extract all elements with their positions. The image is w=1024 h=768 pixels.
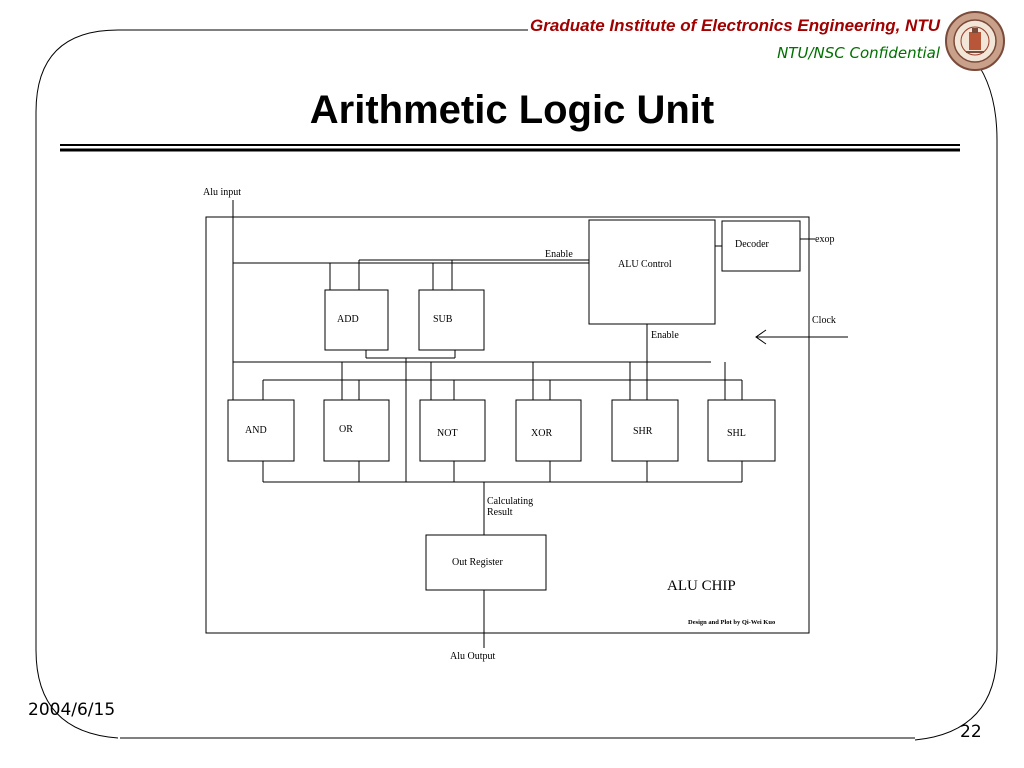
out-register-label: Out Register: [452, 557, 503, 568]
alu-chip-label: ALU CHIP: [667, 578, 736, 594]
alu-control-box: [588, 219, 716, 325]
alu-chip-boundary: [205, 216, 810, 634]
xor-box: [515, 399, 582, 462]
result-label: Result: [487, 507, 513, 518]
or-label: OR: [339, 424, 353, 435]
enable-top-label: Enable: [545, 249, 573, 260]
clock-label: Clock: [812, 315, 836, 326]
shr-label: SHR: [633, 426, 653, 437]
slide-title: Arithmetic Logic Unit: [309, 88, 715, 132]
ntu-seal-logo: [945, 11, 1005, 71]
credit-label: Design and Plot by Qi-Wei Kuo: [688, 619, 775, 626]
and-box: [227, 399, 295, 462]
xor-label: XOR: [531, 428, 552, 439]
confidential-label: NTU/NSC Confidential: [777, 44, 940, 62]
calculating-label: Calculating: [487, 496, 533, 507]
institute-header: Graduate Institute of Electronics Engine…: [530, 16, 940, 35]
shr-box: [611, 399, 679, 462]
out-register-box: [425, 534, 547, 591]
and-label: AND: [245, 425, 267, 436]
sub-label: SUB: [433, 314, 453, 325]
alu-output-label: Alu Output: [450, 651, 496, 662]
or-box: [323, 399, 390, 462]
not-box: [419, 399, 486, 462]
decoder-label: Decoder: [735, 239, 770, 250]
page-number: 22: [960, 722, 982, 742]
shl-label: SHL: [727, 428, 746, 439]
alu-control-label: ALU Control: [618, 259, 672, 270]
alu-input-label: Alu input: [203, 187, 241, 198]
sub-box: [418, 289, 485, 351]
slide-date: 2004/6/15: [28, 700, 116, 720]
add-box: [324, 289, 389, 351]
add-label: ADD: [337, 314, 359, 325]
exop-label: exop: [815, 234, 834, 245]
not-label: NOT: [437, 428, 458, 439]
enable-bottom-label: Enable: [651, 330, 679, 341]
